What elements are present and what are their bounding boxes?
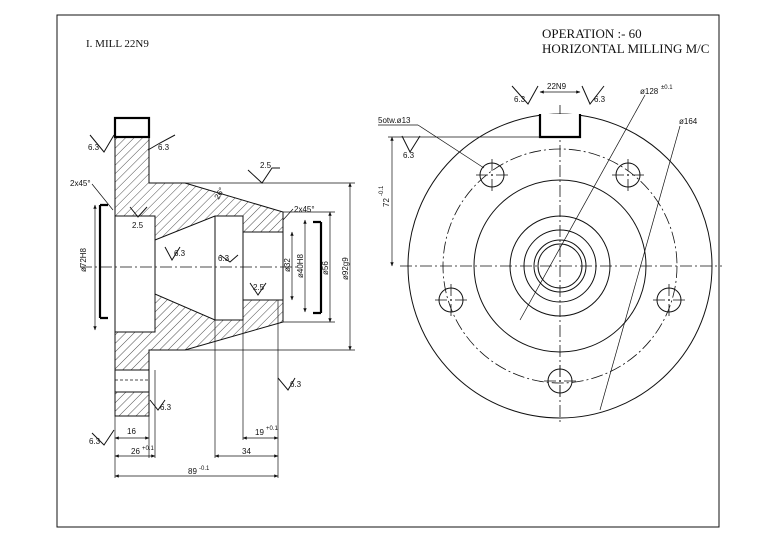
- slot-finish-left: 6.3: [514, 95, 526, 104]
- len-89-label: 89: [188, 467, 197, 476]
- operation-title: OPERATION :- 60: [542, 26, 642, 41]
- dia-72-label: ø72H8: [79, 247, 88, 272]
- len-19-label: 19: [255, 428, 264, 437]
- keyway-outline: [538, 114, 582, 139]
- sheet-border: [56, 14, 720, 528]
- section-view: 6.3 6.3 2.5 2.5 6.3 6.3 2.5 6.3 6.3 6.3 …: [70, 116, 355, 478]
- finish-label-6: 6.3: [218, 254, 230, 263]
- machine-title: HORIZONTAL MILLING M/C: [542, 41, 709, 56]
- dia-40-label: ø40H8: [296, 253, 305, 278]
- chamfer-left-label: 2x45°: [70, 179, 91, 188]
- outer-dia-label: ø164: [679, 117, 698, 126]
- len-16-label: 16: [127, 427, 136, 436]
- end-view: 22N9 6.3 6.3 ø128 ±0.1 ø164 5otw.ø13 6.3…: [378, 82, 722, 425]
- hole-finish-label: 6.3: [403, 151, 415, 160]
- finish-label-1: 6.3: [88, 143, 100, 152]
- len-89-tol: -0.1: [199, 466, 210, 472]
- finish-symbols: [89, 134, 296, 446]
- dia-56-label: ø56: [321, 261, 330, 275]
- finish-label-9: 6.3: [160, 403, 172, 412]
- len-26-label: 26: [131, 447, 140, 456]
- chamfer-right-label: 2x45°: [294, 205, 315, 214]
- finish-label-7: 2.5: [253, 283, 265, 292]
- dia-32-label: ø32: [283, 258, 292, 272]
- finish-label-8: 6.3: [290, 380, 302, 389]
- offset-label: 72: [382, 198, 391, 207]
- step-title: I. MILL 22N9: [86, 38, 149, 50]
- slot-top: [113, 116, 151, 139]
- finish-label-10: 6.3: [89, 437, 101, 446]
- finish-label-2: 6.3: [158, 143, 170, 152]
- slot-finish-right: 6.3: [594, 95, 606, 104]
- dia-92-label: ø92g9: [341, 257, 350, 280]
- finish-label-3: 2.5: [260, 161, 272, 170]
- len-19-tol: +0.1: [266, 426, 279, 432]
- keyway-slot: [540, 114, 580, 138]
- pcd-tol: ±0.1: [661, 85, 673, 91]
- len-26-tol: +0.1: [142, 446, 155, 452]
- holes-label: 5otw.ø13: [378, 116, 411, 125]
- finish-label-5: 6.3: [174, 249, 186, 258]
- dimension-lines: [93, 182, 355, 478]
- hatched-sections: [114, 136, 284, 417]
- offset-tol: -0.1: [379, 185, 385, 196]
- pcd-label: ø128: [640, 87, 659, 96]
- slot-label: 22N9: [547, 82, 567, 91]
- len-34-label: 34: [242, 447, 251, 456]
- finish-label-4: 2.5: [132, 221, 144, 230]
